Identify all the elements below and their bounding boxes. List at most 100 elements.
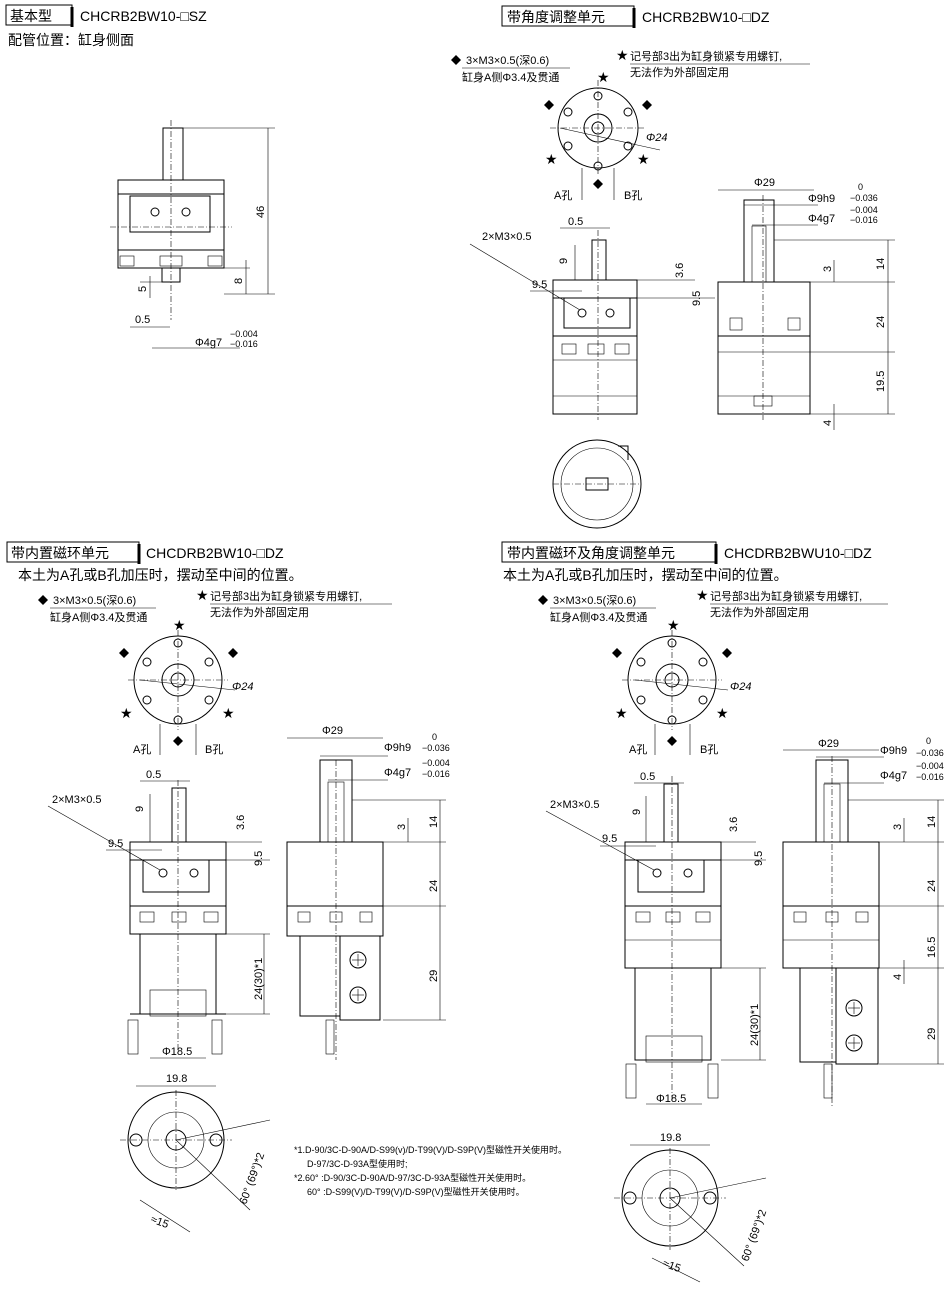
magangle-model: CHCDRB2BWU10-□DZ	[724, 545, 872, 561]
magangle-w198: 19.8	[660, 1132, 681, 1144]
mag-d185: Φ18.5	[162, 1046, 192, 1058]
magangle-v36: 3.6	[728, 817, 740, 832]
diamond-icon	[544, 100, 554, 110]
magangle-v14: 14	[926, 816, 938, 828]
basic-shaft-tol-dn: −0.016	[230, 339, 258, 349]
magangle-bottom-view	[614, 1148, 767, 1267]
mag-d9-up: 0	[432, 732, 437, 742]
footnote-1b: D-97/3C-D-93A型使用时;	[307, 1158, 408, 1169]
magangle-d24: Φ24	[730, 681, 751, 693]
magangle-v24: 24	[926, 880, 938, 892]
magangle-d185: Φ18.5	[656, 1093, 686, 1105]
section-angle: 带角度调整单元 CHCRB2BW10-□DZ 3×M3×0.5(深0.6) 缸身…	[451, 5, 895, 529]
angle-bottom-view	[552, 439, 642, 529]
angle-v3: 3	[822, 266, 834, 272]
diamond-icon	[119, 648, 129, 658]
basic-tag: 基本型	[10, 8, 52, 24]
basic-model: CHCRB2BW10-□SZ	[80, 8, 207, 24]
mag-end-view	[128, 630, 236, 755]
mag-ang: 60° (69°)*2	[238, 1151, 268, 1206]
mag-model: CHCDRB2BW10-□DZ	[146, 545, 284, 561]
magangle-tag: 带内置磁环及角度调整单元	[507, 545, 675, 561]
angle-v9: 9	[558, 258, 570, 264]
mag-d9-dn: −0.036	[422, 743, 450, 753]
angle-note2: 记号部3出为缸身锁紧专用螺钉,	[630, 49, 782, 63]
angle-d4-dn: −0.016	[850, 215, 878, 225]
angle-port-b: B孔	[624, 189, 642, 202]
mag-w198: 19.8	[166, 1073, 187, 1085]
star-icon: ★	[615, 705, 628, 721]
mag-note2: 记号部3出为缸身锁紧专用螺钉,	[210, 589, 362, 603]
angle-v36: 3.6	[674, 263, 686, 278]
angle-v14: 14	[875, 258, 887, 270]
magangle-d4-up: −0.004	[916, 761, 944, 771]
angle-port-a: A孔	[554, 189, 572, 202]
magangle-v95a: 9.5	[602, 833, 617, 845]
magangle-d9-up: 0	[926, 736, 931, 746]
angle-v95a: 9.5	[532, 279, 547, 291]
magangle-port-b: B孔	[700, 743, 718, 756]
mag-m3: 2×M3×0.5	[52, 794, 102, 806]
magangle-w05: 0.5	[640, 771, 655, 783]
magangle-m3: 2×M3×0.5	[550, 799, 600, 811]
mag-v9: 9	[134, 806, 146, 812]
star-icon: ★	[637, 151, 650, 167]
magangle-side-view	[782, 756, 880, 1106]
diamond-icon	[451, 55, 461, 65]
angle-d29: Φ29	[754, 177, 775, 189]
mag-v95a: 9.5	[108, 838, 123, 850]
angle-d9: Φ9h9	[808, 193, 835, 205]
angle-end-view	[550, 80, 661, 200]
diamond-icon	[593, 179, 603, 189]
angle-v95b: 9.5	[691, 291, 703, 306]
diamond-icon	[667, 736, 677, 746]
angle-v24: 24	[875, 316, 887, 328]
magangle-note2b: 无法作为外部固定用	[710, 605, 809, 619]
mag-bottom-view	[120, 1090, 271, 1211]
mag-v2430: 24(30)*1	[253, 958, 265, 1000]
star-icon: ★	[173, 617, 186, 633]
star-icon: ★	[616, 47, 629, 63]
basic-shaft-tol-up: −0.004	[230, 329, 258, 339]
basic-dim-05: 0.5	[135, 314, 150, 326]
magangle-v95b: 9.5	[753, 851, 765, 866]
basic-shaft: Φ4g7	[195, 337, 222, 349]
mag-w05: 0.5	[146, 769, 161, 781]
section-mag: 带内置磁环单元 CHCDRB2BW10-□DZ 本土为A孔或B孔加压时，摆动至中…	[6, 541, 450, 1233]
mag-port-b: B孔	[205, 743, 223, 756]
mag-desc: 本土为A孔或B孔加压时，摆动至中间的位置。	[18, 567, 303, 583]
angle-w05: 0.5	[568, 216, 583, 228]
magangle-v4: 4	[892, 974, 904, 980]
diamond-icon	[38, 595, 48, 605]
magangle-r15: ≈15	[661, 1258, 682, 1276]
magangle-d4: Φ4g7	[880, 770, 907, 782]
magangle-v9: 9	[631, 809, 643, 815]
angle-d9-dn: −0.036	[850, 193, 878, 203]
angle-note1: 3×M3×0.5(深0.6)	[466, 54, 549, 67]
basic-dim-5: 5	[137, 286, 149, 292]
mag-d4-up: −0.004	[422, 758, 450, 768]
basic-dim-8: 8	[233, 278, 245, 284]
magangle-d9: Φ9h9	[880, 745, 907, 757]
footnote-1: *1.D-90/3C-D-90A/D-S99(v)/D-T99(V)/D-S9P…	[294, 1144, 567, 1155]
angle-tag: 带角度调整单元	[507, 9, 605, 25]
magangle-note1: 3×M3×0.5(深0.6)	[553, 594, 636, 607]
section-basic: 基本型 CHCRB2BW10-□SZ 配管位置：缸身侧面 46 8	[5, 4, 275, 349]
diamond-icon	[228, 648, 238, 658]
star-icon: ★	[696, 587, 709, 603]
diamond-icon	[642, 100, 652, 110]
magangle-note2: 记号部3出为缸身锁紧专用螺钉,	[710, 589, 862, 603]
footnote-2b: 60° :D-S99(V)/D-T99(V)/D-S9P(V)型磁性开关使用时。	[307, 1186, 525, 1197]
mag-v95b: 9.5	[253, 851, 265, 866]
mag-v29: 29	[428, 970, 440, 982]
diamond-icon	[173, 736, 183, 746]
mag-note2b: 无法作为外部固定用	[210, 605, 309, 619]
mag-v14: 14	[428, 816, 440, 828]
star-icon: ★	[120, 705, 133, 721]
diamond-icon	[538, 595, 548, 605]
angle-front-view	[552, 230, 638, 420]
mag-d9: Φ9h9	[384, 742, 411, 754]
diamond-icon	[612, 648, 622, 658]
angle-d4: Φ4g7	[808, 213, 835, 225]
